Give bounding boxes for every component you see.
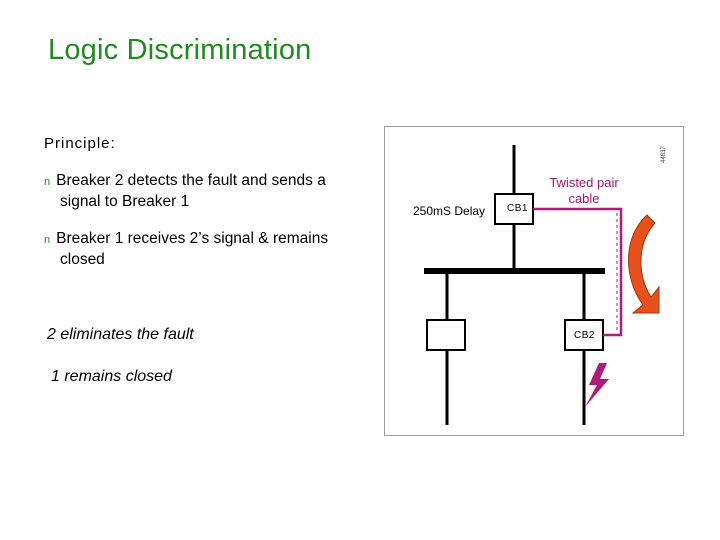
page-title: Logic Discrimination — [48, 34, 312, 66]
bullet-breaker-2: n Breaker 2 detects the fault and sends a… — [44, 171, 364, 212]
bullet-marker: n — [44, 176, 51, 188]
bullet-text-line2: signal to Breaker 1 — [60, 193, 190, 210]
principle-heading: Principle: — [44, 135, 116, 152]
bullet-text-line1: Breaker 2 detects the fault and sends a — [56, 172, 326, 189]
twisted-pair-cable — [533, 207, 623, 337]
signal-arrow-icon — [627, 214, 660, 314]
bullet-text-line2: closed — [60, 251, 105, 268]
cb1-label: CB1 — [507, 203, 528, 214]
fault-lightning-icon — [585, 363, 609, 407]
single-line-diagram: 250mS Delay CB1 CB2 Twisted pair cable 4… — [384, 126, 684, 436]
statement-remains-closed: 1 remains closed — [51, 368, 172, 385]
reference-number: 44637 — [661, 146, 667, 163]
left-feeder-breaker-box — [426, 319, 466, 351]
statement-eliminates-fault: 2 eliminates the fault — [47, 326, 194, 343]
twisted-pair-label-line1: Twisted pair — [549, 175, 619, 190]
diagram-canvas — [424, 145, 660, 425]
twisted-pair-label: Twisted pair cable — [541, 175, 627, 207]
twisted-pair-label-line2: cable — [568, 191, 600, 206]
bullet-text-line1: Breaker 1 receives 2’s signal & remains — [56, 230, 329, 247]
delay-label: 250mS Delay — [413, 204, 486, 218]
cb2-label: CB2 — [574, 330, 595, 341]
bullet-breaker-1: n Breaker 1 receives 2’s signal & remains… — [44, 229, 364, 270]
bullet-marker: n — [44, 234, 51, 246]
